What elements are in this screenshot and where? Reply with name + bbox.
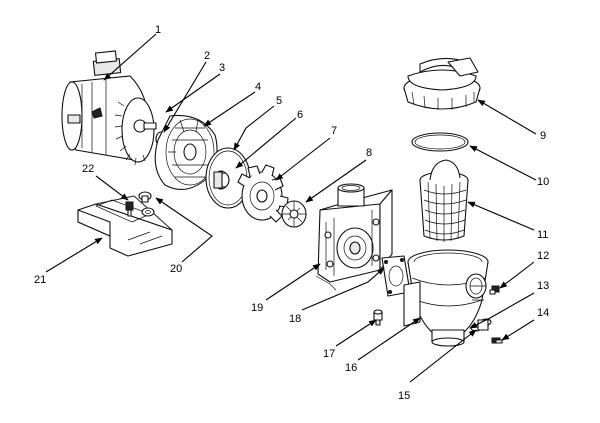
- callout-19: 19: [251, 302, 263, 314]
- callout-21: 21: [34, 274, 46, 286]
- callout-3: 3: [219, 62, 225, 74]
- drain-plug: [373, 309, 383, 326]
- plug: [489, 285, 500, 295]
- callout-9: 9: [540, 130, 546, 142]
- impeller-small: [281, 200, 307, 228]
- callout-11: 11: [537, 229, 548, 241]
- screw: [491, 337, 503, 344]
- leader-lines: [45, 33, 537, 383]
- callout-2: 2: [204, 50, 210, 62]
- strainer-basket: [419, 159, 469, 242]
- callout-17: 17: [323, 348, 335, 360]
- strainer-lid: [403, 57, 481, 110]
- callout-15: 15: [398, 390, 410, 402]
- base-bolt: [125, 191, 155, 217]
- callout-labels: 1 2 3 4 5 6 7 8 9 10 11 12 13 14 15 16 1…: [34, 24, 549, 402]
- callout-22: 22: [82, 163, 94, 175]
- callout-8: 8: [366, 147, 372, 159]
- motor-base: [77, 195, 173, 257]
- impeller: [213, 170, 230, 190]
- callout-10: 10: [537, 176, 549, 188]
- strainer-housing: [403, 249, 489, 347]
- callout-6: 6: [297, 109, 303, 121]
- callout-16: 16: [345, 362, 357, 374]
- callout-20: 20: [170, 263, 182, 275]
- washers: [470, 318, 492, 332]
- callout-5: 5: [276, 95, 282, 107]
- lid-o-ring: [411, 132, 469, 152]
- callout-18: 18: [289, 313, 301, 325]
- callout-1: 1: [155, 24, 161, 36]
- callout-14: 14: [537, 307, 549, 319]
- callout-12: 12: [537, 250, 549, 262]
- housing-gasket: [381, 255, 411, 297]
- callout-13: 13: [537, 280, 549, 292]
- pump-housing: [315, 183, 393, 291]
- motor: [61, 50, 157, 166]
- callout-4: 4: [255, 81, 261, 93]
- callout-7: 7: [331, 125, 337, 137]
